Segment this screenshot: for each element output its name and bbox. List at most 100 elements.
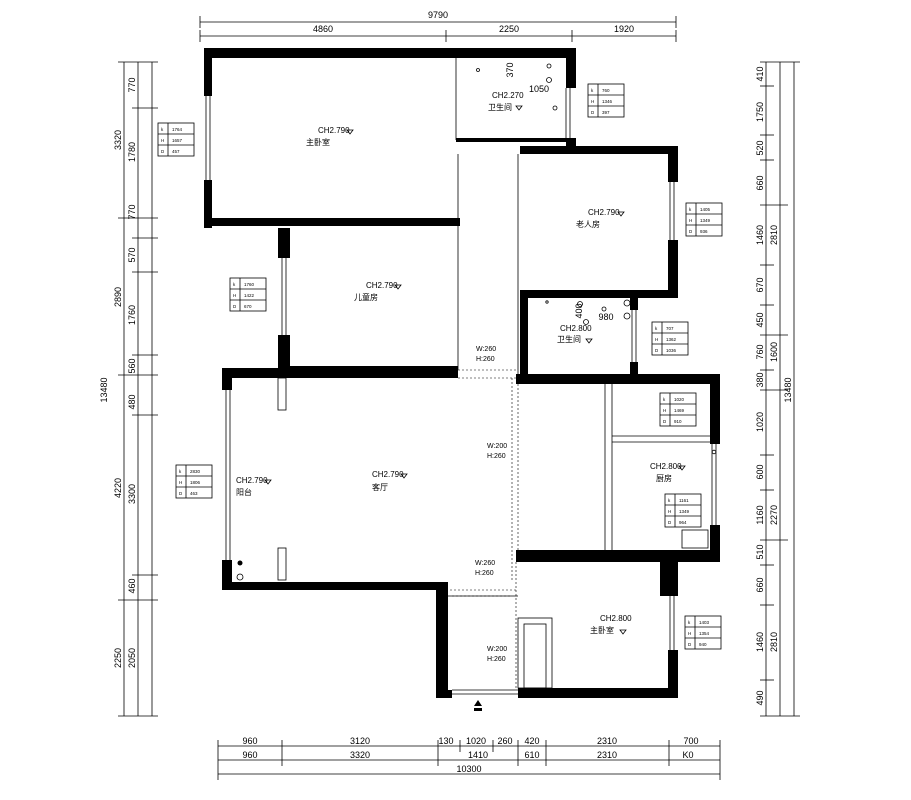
dim-bot-r1-5: 260 [497,736,512,746]
dim-right-i3: 520 [755,140,765,155]
ceiling-height: CH2.800 [650,462,682,471]
dim-right-m4: 2810 [769,632,779,652]
window-table-cell: 964 [679,520,687,525]
window-table-cell: 1403 [699,620,710,625]
bath-mark-400: 400 [574,303,584,318]
room-living-room: CH2.790 客厅 [372,470,408,492]
room-bathroom-top: CH2.270 卫生间 [488,91,524,112]
room-name: 儿童房 [354,292,378,302]
window-table-cell: D [668,520,672,525]
room-master-bedroom-bottom: CH2.800 主卧室 [590,614,632,635]
dim-left-i8: 3300 [127,484,137,504]
window-table-cell: 1469 [674,408,685,413]
dim-bot-r2-5: 2310 [597,750,617,760]
window-table-cell: 940 [699,642,707,647]
window-table-cell: D [688,642,692,647]
bath-dimension-marks: 370 1050 400 980 [505,62,614,322]
window-table-cell: k [233,282,236,287]
dim-right-i6: 670 [755,277,765,292]
window-table-cell: D [161,149,165,154]
window-table-cell: H [689,218,692,223]
opening-3-w: W:260 [475,560,495,567]
window-table-cell: D [663,419,667,424]
window-table-cell: 1362 [666,337,677,342]
window-table-cell: k [663,397,666,402]
window-table-cell: 457 [172,149,180,154]
window-table-cell: 1020 [674,397,685,402]
dim-left-i6: 560 [127,358,137,373]
dim-left-o1: 3320 [113,130,123,150]
dim-bot-r2-6: K0 [682,750,693,760]
window-table-cell: H [233,293,236,298]
ceiling-height: CH2.790 [366,281,398,290]
window-table-cell: H [668,509,671,514]
window-table-cell: 1657 [172,138,183,143]
window-table-cell: 397 [602,110,610,115]
opening-4-w: W:200 [487,646,507,653]
ceiling-height: CH2.790 [318,126,350,135]
window-table-cell: 1346 [602,99,613,104]
dim-left-o2: 2890 [113,287,123,307]
dim-bot-r1-2: 3120 [350,736,370,746]
dim-left-i1: 770 [127,77,137,92]
window-table-cell: D [179,491,183,496]
dim-left-i5: 1760 [127,305,137,325]
window-table-cell: k [161,127,164,132]
dim-left-o4: 4220 [113,478,123,498]
dim-right-i14: 660 [755,577,765,592]
window-table-cell: 463 [190,491,198,496]
room-elderly-room: CH2.790 老人房 [576,208,625,229]
window-table-cell: 1422 [244,293,255,298]
room-bathroom-mid: CH2.800 卫生间 [557,324,593,344]
dim-right-i9: 380 [755,372,765,387]
dim-top-total: 9790 [428,10,448,20]
window-table-cell: 1764 [172,127,183,132]
room-name: 老人房 [576,219,600,229]
dim-top-2: 2250 [499,24,519,34]
room-name: 主卧室 [306,137,330,147]
window-table-cell: H [179,480,182,485]
fixtures [236,63,717,711]
ceiling-height: CH2.270 [492,91,524,100]
dim-right-i7: 450 [755,312,765,327]
dim-left-o3: 13480 [99,377,109,402]
opening-2-h: H:260 [487,453,506,460]
dim-left-i2: 1780 [127,142,137,162]
dim-right-i4: 660 [755,175,765,190]
room-name: 客厅 [372,482,388,492]
window-table-cell: 936 [700,229,708,234]
room-name: 阳台 [236,487,252,497]
dim-right-i8: 760 [755,344,765,359]
room-name: 主卧室 [590,625,614,635]
window-table-cell: D [655,348,659,353]
dim-bot-r2-4: 610 [524,750,539,760]
window-table-cell: H [663,408,666,413]
opening-labels: W:260 H:260 W:200 H:260 W:260 H:260 W:20… [475,346,507,663]
window-table-cell: k [179,469,182,474]
room-name: 厨房 [656,473,672,483]
dim-right-i5: 1460 [755,225,765,245]
dim-left-i3: 770 [127,204,137,219]
window-table-cell: 910 [674,419,682,424]
window-table-cell: k [655,326,658,331]
ceiling-height: CH2.800 [600,614,632,623]
dim-left-i4: 570 [127,247,137,262]
dim-bot-r1-6: 420 [524,736,539,746]
window-table-cell: k [668,498,671,503]
dim-right-total: 13480 [783,377,793,402]
window-table-cell: k [689,207,692,212]
dim-right-m3: 2270 [769,505,779,525]
dim-left-i9: 460 [127,578,137,593]
window-table-cell: k [591,88,594,93]
window-table-cell: 1036 [666,348,677,353]
inner-lines [205,58,717,695]
dim-right-i16: 490 [755,690,765,705]
window-table-cell: 760 [602,88,610,93]
dim-bot-r1-1: 960 [242,736,257,746]
